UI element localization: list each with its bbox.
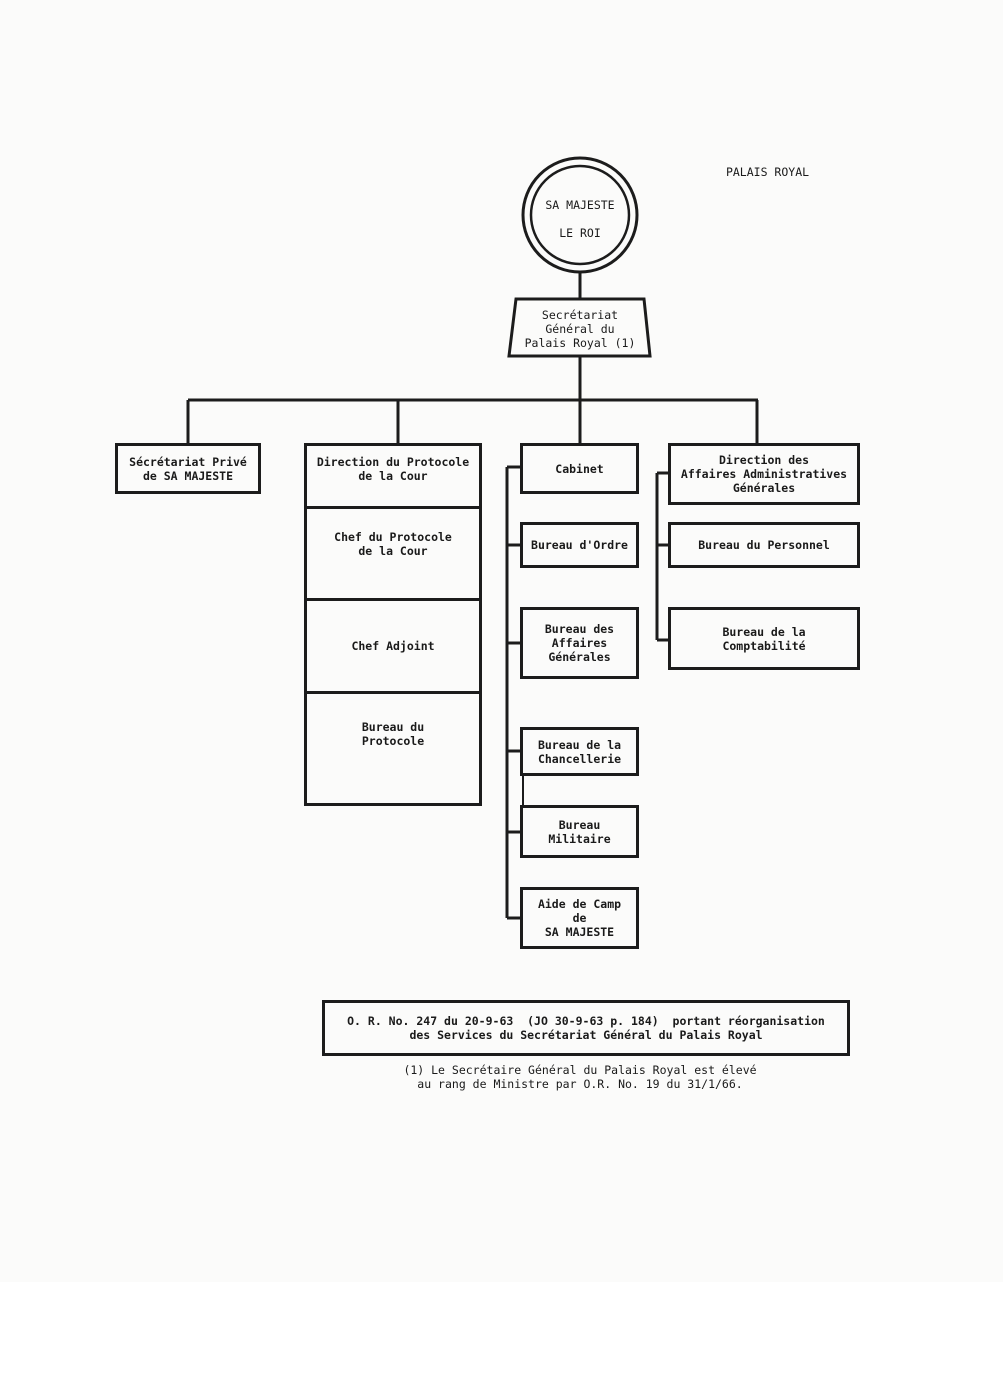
- footnote: (1) Le Secrétaire Général du Palais Roya…: [330, 1063, 830, 1091]
- bag-line2: Affaires: [551, 636, 608, 650]
- king-outer-circle: [521, 156, 639, 274]
- protocole-head-line1: Direction du Protocole: [316, 455, 470, 469]
- secretariat-prive-box: Sécrétariat Privé de SA MAJESTE: [115, 443, 261, 494]
- bureau-affaires-generales-box: Bureau des Affaires Générales: [520, 607, 639, 679]
- chef-protocole-line1: Chef du Protocole: [334, 529, 452, 544]
- page-margin: [0, 1282, 1003, 1380]
- sg-line3: Palais Royal (1): [524, 336, 636, 350]
- aide-de-camp-box: Aide de Camp de SA MAJESTE: [520, 887, 639, 949]
- king-inner-circle: [529, 164, 631, 266]
- king-line1: SA MAJESTE: [545, 198, 615, 212]
- reference-line1: O. R. No. 247 du 20-9-63 (JO 30-9-63 p. …: [347, 1014, 825, 1028]
- chef-protocole-line2: de la Cour: [358, 543, 428, 558]
- bag-line3: Générales: [548, 650, 611, 664]
- cabinet-box: Cabinet: [520, 443, 639, 494]
- chancellerie-line1: Bureau de la: [537, 737, 622, 752]
- bureau-protocole-line2: Protocole: [361, 733, 425, 748]
- militaire-line1: Bureau: [558, 817, 601, 832]
- chef-protocole-cell: Chef du Protocole de la Cour: [307, 509, 479, 601]
- chef-adjoint-cell: Chef Adjoint: [307, 601, 479, 694]
- king-line2: LE ROI: [559, 226, 601, 240]
- protocole-column: Direction du Protocole de la Cour Chef d…: [304, 443, 482, 806]
- daag-line2: Affaires Administratives: [680, 467, 848, 481]
- bureau-protocole-line1: Bureau du: [361, 719, 425, 734]
- bureau-ordre-box: Bureau d'Ordre: [520, 522, 639, 568]
- bureau-militaire-box: Bureau Militaire: [520, 805, 639, 858]
- sg-line1: Secrétariat: [541, 308, 619, 322]
- daag-line3: Générales: [732, 481, 796, 495]
- bureau-protocole-cell: Bureau du Protocole: [307, 694, 479, 803]
- aide-line3: SA MAJESTE: [544, 925, 615, 939]
- secretariat-general-node: Secrétariat Général du Palais Royal (1): [515, 308, 645, 350]
- chancellerie-line2: Chancellerie: [537, 751, 622, 766]
- aide-line1: Aide de Camp: [537, 897, 622, 911]
- comptabilite-line2: Comptabilité: [722, 638, 806, 653]
- comptabilite-line1: Bureau de la: [722, 624, 806, 639]
- bureau-ordre-label: Bureau d'Ordre: [531, 538, 628, 552]
- protocole-head: Direction du Protocole de la Cour: [307, 446, 479, 509]
- protocole-head-line2: de la Cour: [358, 469, 428, 483]
- direction-affaires-administratives-box: Direction des Affaires Administratives G…: [668, 443, 860, 505]
- bureau-chancellerie-box: Bureau de la Chancellerie: [520, 727, 639, 776]
- sg-line2: Général du: [545, 322, 615, 336]
- footnote-line1: (1) Le Secrétaire Général du Palais Roya…: [403, 1063, 757, 1077]
- chef-adjoint-label: Chef Adjoint: [351, 639, 435, 653]
- militaire-line2: Militaire: [548, 831, 611, 846]
- reference-box: O. R. No. 247 du 20-9-63 (JO 30-9-63 p. …: [322, 1000, 850, 1056]
- aide-line2: de: [572, 911, 587, 925]
- footnote-line2: au rang de Ministre par O.R. No. 19 du 3…: [417, 1077, 743, 1091]
- bag-line1: Bureau des: [544, 622, 615, 636]
- personnel-label: Bureau du Personnel: [698, 538, 830, 552]
- prive-line1: Sécrétariat Privé: [129, 454, 247, 469]
- daag-line1: Direction des: [718, 453, 809, 467]
- bureau-comptabilite-box: Bureau de la Comptabilité: [668, 607, 860, 670]
- secretariat-trapezoid: [507, 297, 652, 358]
- palais-royal-header: PALAIS ROYAL: [725, 165, 810, 179]
- prive-line2: de SA MAJESTE: [142, 468, 233, 483]
- bureau-personnel-box: Bureau du Personnel: [668, 522, 860, 568]
- reference-line2: des Services du Secrétariat Général du P…: [409, 1028, 763, 1042]
- cabinet-label: Cabinet: [555, 461, 604, 476]
